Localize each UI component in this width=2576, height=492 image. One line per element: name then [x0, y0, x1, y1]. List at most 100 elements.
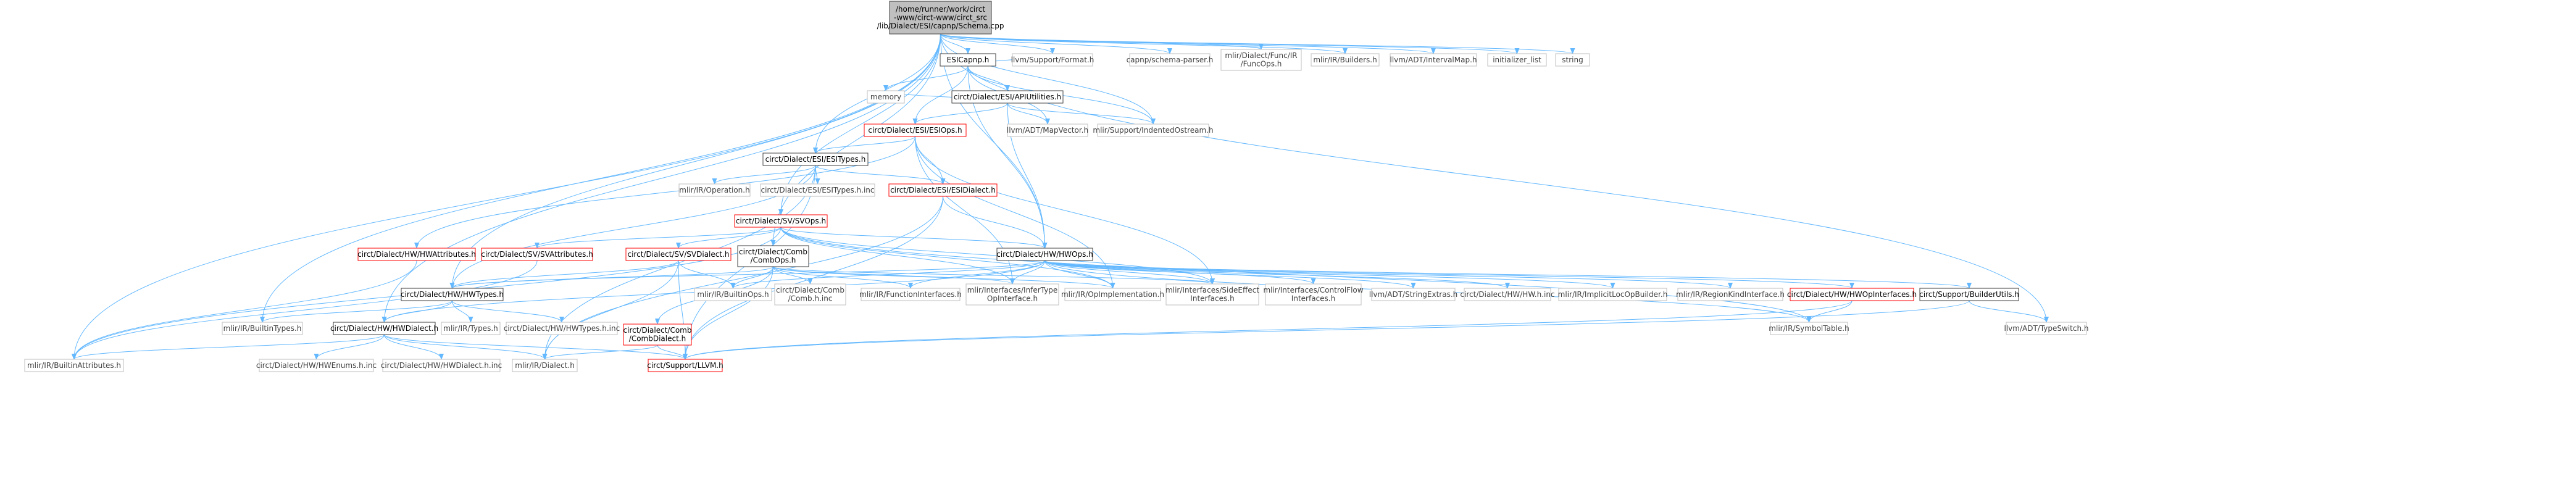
node-symboltable[interactable]: mlir/IR/SymbolTable.h: [1769, 322, 1849, 335]
node-apiutil[interactable]: circt/Dialect/ESI/APIUtilities.h: [951, 90, 1064, 104]
edge-hwopiface-to-symboltable: [1806, 300, 1853, 323]
node-label-root: /home/runner/work/circt: [896, 5, 985, 14]
edge-root-to-intervalmap: [940, 33, 1436, 54]
node-label-controlflow: mlir/Interfaces/ControlFlow: [1263, 286, 1363, 294]
edge-esiops-to-hwattrs: [414, 136, 915, 249]
edge-svops-to-opimpl: [780, 227, 1115, 289]
node-hwattrs[interactable]: circt/Dialect/HW/HWAttributes.h: [357, 248, 476, 261]
node-indented[interactable]: mlir/Support/IndentedOstream.h: [1093, 123, 1214, 137]
node-root[interactable]: /home/runner/work/circt-www/circt-www/ci…: [877, 1, 1004, 35]
node-builtinattrs[interactable]: mlir/IR/BuiltinAttributes.h: [24, 359, 124, 372]
node-label-sideeffect: Interfaces.h: [1190, 294, 1234, 303]
node-box-svdialect: [625, 248, 732, 261]
edge-hwops-to-hwopiface: [1044, 260, 1854, 289]
node-label-infertype: mlir/Interfaces/InferType: [967, 286, 1058, 294]
node-label-indented: mlir/Support/IndentedOstream.h: [1093, 126, 1213, 135]
node-irtypes[interactable]: mlir/IR/Types.h: [441, 322, 501, 335]
node-esicapnp[interactable]: ESICapnp.h: [940, 53, 996, 67]
node-intervalmap[interactable]: llvm/ADT/IntervalMap.h: [1390, 53, 1477, 67]
node-builtintypes[interactable]: mlir/IR/BuiltinTypes.h: [222, 322, 303, 335]
node-initializer_list[interactable]: initializer_list: [1487, 53, 1547, 67]
node-implicitloc[interactable]: mlir/IR/ImplicitLocOpBuilder.h: [1558, 288, 1668, 301]
edge-hwops-to-regionkind: [1044, 260, 1733, 289]
node-label-irtypes: mlir/IR/Types.h: [443, 324, 498, 333]
node-memory[interactable]: memory: [867, 90, 905, 104]
node-opimpl[interactable]: mlir/IR/OpImplementation.h: [1061, 288, 1164, 301]
node-string[interactable]: string: [1555, 53, 1590, 67]
node-label-comb_inc: circt/Dialect/Comb: [776, 286, 844, 294]
node-irdialect[interactable]: mlir/IR/Dialect.h: [512, 359, 578, 372]
node-box-regionkind: [1677, 288, 1783, 301]
node-label-symboltable: mlir/IR/SymbolTable.h: [1769, 324, 1849, 333]
node-label-builtinattrs: mlir/IR/BuiltinAttributes.h: [27, 361, 121, 370]
edge-builderutils-to-typeswitch: [1969, 300, 2049, 323]
node-box-svattrs: [481, 248, 593, 261]
node-box-funciface: [861, 288, 961, 301]
node-label-combops: circt/Dialect/Comb: [739, 248, 807, 256]
node-hw_inc[interactable]: circt/Dialect/HW/HW.h.inc: [1460, 288, 1555, 301]
edge-esicapnp-to-esiops: [912, 65, 969, 125]
node-hwtypes_inc[interactable]: circt/Dialect/HW/HWTypes.h.inc: [504, 322, 620, 335]
node-hwenums_inc[interactable]: circt/Dialect/HW/HWEnums.h.inc: [256, 359, 377, 372]
node-box-svops: [734, 214, 828, 228]
node-mapvector[interactable]: llvm/ADT/MapVector.h: [1007, 123, 1088, 137]
node-box-sideeffect: [1165, 283, 1259, 306]
edge-hwdialect-to-hwdialect_inc: [384, 334, 444, 360]
edge-combdialect-to-irdialect: [542, 344, 658, 360]
node-llvm[interactable]: circt/Support/LLVM.h: [647, 359, 723, 372]
edge-esicapnp-to-memory: [883, 65, 969, 91]
node-stringextras[interactable]: llvm/ADT/StringExtras.h: [1369, 288, 1457, 301]
edge-hwattrs-to-builtinattrs: [72, 260, 417, 360]
edge-combdialect-to-llvm: [657, 344, 688, 360]
node-combops[interactable]: circt/Dialect/Comb/CombOps.h: [737, 245, 809, 267]
edge-hwtypes-to-builtintypes: [260, 300, 452, 323]
node-box-combdialect: [623, 323, 692, 346]
node-typeswitch[interactable]: llvm/ADT/TypeSwitch.h: [2004, 322, 2089, 335]
edge-root-to-svops: [778, 33, 941, 215]
node-builtinops[interactable]: mlir/IR/BuiltinOps.h: [694, 288, 772, 301]
edge-esitypes-to-esidialect: [815, 165, 946, 185]
node-label-irdialect: mlir/IR/Dialect.h: [515, 361, 575, 370]
edge-hwops-to-hwtypes: [449, 260, 1045, 289]
node-hwopiface[interactable]: circt/Dialect/HW/HWOpInterfaces.h: [1787, 288, 1917, 301]
node-label-func_ops: mlir/Dialect/Func/IR: [1225, 51, 1297, 60]
node-label-svdialect: circt/Dialect/SV/SVDialect.h: [628, 250, 730, 259]
node-funciface[interactable]: mlir/IR/FunctionInterfaces.h: [859, 288, 962, 301]
node-hwtypes[interactable]: circt/Dialect/HW/HWTypes.h: [401, 288, 504, 301]
node-hwdialect[interactable]: circt/Dialect/HW/HWDialect.h: [330, 322, 438, 335]
node-svattrs[interactable]: circt/Dialect/SV/SVAttributes.h: [481, 248, 593, 261]
node-label-hwdialect_inc: circt/Dialect/HW/HWDialect.h.inc: [381, 361, 502, 370]
node-box-func_ops: [1220, 49, 1302, 71]
node-box-opimpl: [1064, 288, 1161, 301]
node-comb_inc[interactable]: circt/Dialect/Comb/Comb.h.inc: [774, 283, 846, 306]
edge-root-to-combops: [770, 33, 941, 246]
node-hwops[interactable]: circt/Dialect/HW/HWOps.h: [996, 248, 1093, 261]
node-builders[interactable]: mlir/IR/Builders.h: [1311, 53, 1380, 67]
node-esitypes[interactable]: circt/Dialect/ESI/ESITypes.h: [762, 152, 869, 166]
edge-builderutils-to-llvm: [683, 300, 1970, 360]
node-builderutils[interactable]: circt/Support/BuilderUtils.h: [1919, 288, 2019, 301]
node-capnp_schema[interactable]: capnp/schema-parser.h: [1127, 53, 1214, 67]
node-box-esicapnp: [940, 53, 996, 67]
node-svdialect[interactable]: circt/Dialect/SV/SVDialect.h: [625, 248, 732, 261]
node-func_ops[interactable]: mlir/Dialect/Func/IR/FuncOps.h: [1220, 49, 1302, 71]
node-esiops[interactable]: circt/Dialect/ESI/ESIOps.h: [864, 123, 967, 137]
node-combdialect[interactable]: circt/Dialect/Comb/CombDialect.h: [623, 323, 692, 346]
node-hwdialect_inc[interactable]: circt/Dialect/HW/HWDialect.h.inc: [381, 359, 502, 372]
node-operation[interactable]: mlir/IR/Operation.h: [678, 183, 751, 197]
node-label-controlflow: Interfaces.h: [1291, 294, 1335, 303]
node-esitypes_inc[interactable]: circt/Dialect/ESI/ESITypes.h.inc: [760, 183, 875, 197]
node-svops[interactable]: circt/Dialect/SV/SVOps.h: [734, 214, 828, 228]
node-box-builders: [1311, 53, 1380, 67]
edge-combops-to-comb_inc: [773, 266, 813, 285]
node-box-symboltable: [1770, 322, 1848, 335]
node-format[interactable]: llvm/Support/Format.h: [1011, 53, 1094, 67]
node-label-hwtypes: circt/Dialect/HW/HWTypes.h: [401, 290, 504, 299]
node-esidialect[interactable]: circt/Dialect/ESI/ESIDialect.h: [888, 183, 998, 197]
node-box-hwattrs: [357, 248, 476, 261]
node-regionkind[interactable]: mlir/IR/RegionKindInterface.h: [1676, 288, 1785, 301]
